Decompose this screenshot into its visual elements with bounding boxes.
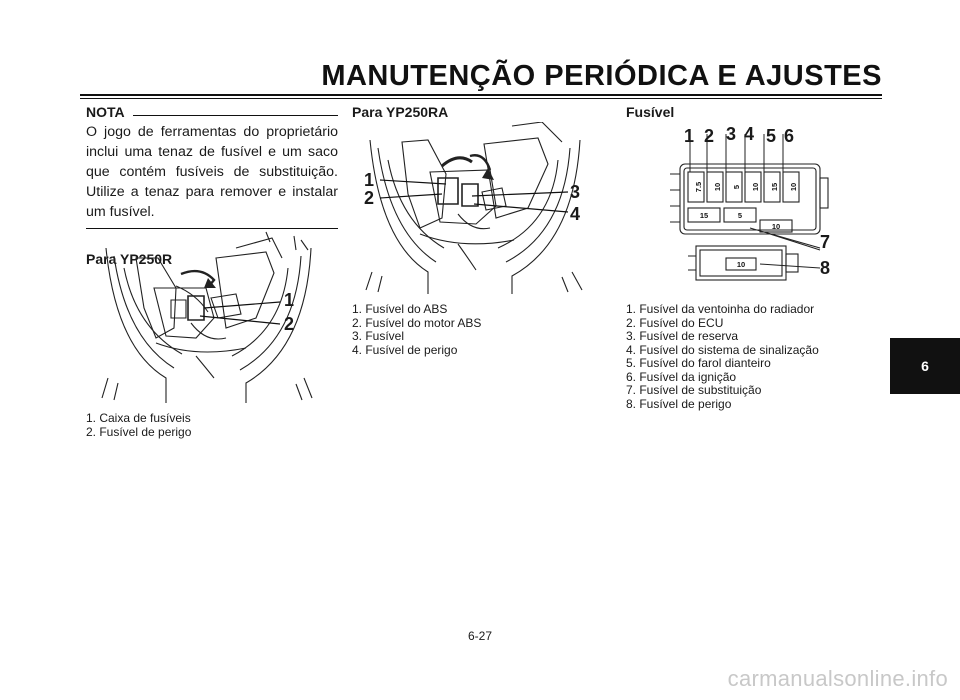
yp250ra-callout-3: 3 [570,182,581,202]
fuse-rating: 5 [738,211,742,220]
column-left: NOTA O jogo de ferramentas do proprietár… [86,104,338,267]
fuse-rating: 5 [732,185,741,189]
watermark: carmanualsonline.info [727,666,948,691]
chapter-tab: 6 [890,338,960,394]
fuse-callout-4: 4 [744,124,755,144]
yp250ra-callout-4: 4 [570,204,581,224]
caption-item: 4. Fusível de perigo [352,342,458,357]
caption-item: 2. Fusível do motor ABS [352,315,482,330]
note-heading: NOTA [86,104,338,120]
page-number: 6-27 [467,629,493,643]
note-text: O jogo de ferramentas do proprietário in… [86,124,338,220]
note-heading-rule [132,114,338,116]
fuse-box-captions: 1. Fusível da ventoinha do radiador 2. F… [626,302,819,411]
note-heading-label: NOTA [86,104,125,120]
yp250ra-illustration [365,121,583,294]
fuse-box-figure: 7.5 10 5 10 15 10 15 5 10 10 1 2 3 4 5 6… [660,124,840,294]
fuse-rating: 15 [700,211,708,220]
caption-item: 1. Fusível do ABS [352,302,448,316]
caption-item: 3. Fusível de reserva [626,329,739,343]
fuse-box-diagram: 7.5 10 5 10 15 10 15 5 10 10 [670,134,829,281]
fuse-rating: 15 [770,183,779,191]
yp250r-callout-2: 2 [284,314,295,334]
yp250ra-callout-2: 2 [364,188,375,208]
column-middle: Para YP250RA [352,104,602,120]
caption-item: 1. Fusível da ventoinha do radiador [626,302,815,316]
fuse-rating: 10 [751,183,760,191]
fuse-rating: 10 [789,183,798,191]
note-end-rule [86,228,338,229]
fuse-rating: 10 [737,260,745,269]
caption-item: 1. Caixa de fusíveis [86,411,191,425]
fuse-rating: 10 [713,183,722,191]
caption-item: 7. Fusível de substituição [626,383,762,397]
fuse-callout-5: 5 [766,126,777,146]
fuse-rating: 10 [772,222,780,231]
yp250r-captions: 1. Caixa de fusíveis 2. Fusível de perig… [86,411,192,439]
caption-item: 2. Fusível do ECU [626,315,724,330]
header-rule-thin [80,98,882,99]
caption-item: 4. Fusível do sistema de sinalização [626,342,819,357]
page-title: MANUTENÇÃO PERIÓDICA E AJUSTES [321,60,882,92]
fuse-box-title: Fusível [626,104,675,120]
yp250ra-callout-1: 1 [364,170,375,190]
column-right: Fusível [626,104,886,120]
caption-item: 3. Fusível [352,329,405,343]
caption-item: 5. Fusível do farol dianteiro [626,356,771,370]
yp250r-callout-1: 1 [284,290,295,310]
caption-item: 8. Fusível de perigo [626,396,732,411]
fuse-callout-7: 7 [820,232,831,252]
fuse-callout-1: 1 [684,126,695,146]
header-rule [80,94,882,96]
fuse-callout-6: 6 [784,126,795,146]
yp250r-illustration [101,231,313,403]
caption-item: 2. Fusível de perigo [86,424,192,439]
caption-item: 6. Fusível da ignição [626,369,737,384]
fuse-callout-8: 8 [820,258,831,278]
yp250ra-captions: 1. Fusível do ABS 2. Fusível do motor AB… [352,302,482,357]
yp250ra-title: Para YP250RA [352,104,449,120]
yp250r-figure: 1 2 [96,228,326,403]
fuse-callout-2: 2 [704,126,715,146]
yp250ra-figure: 1 2 3 4 [362,121,592,294]
fuse-rating: 7.5 [694,182,703,192]
fuse-callout-3: 3 [726,124,737,144]
